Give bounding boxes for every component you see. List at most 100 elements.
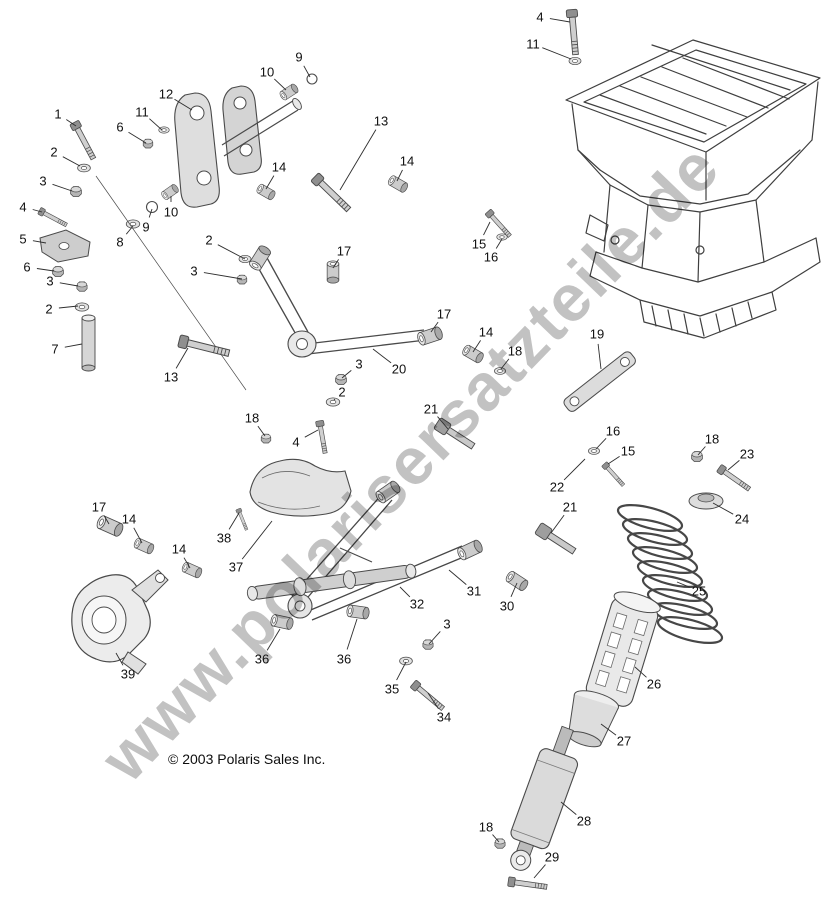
leader-line [339, 129, 377, 191]
leader-line [396, 169, 403, 182]
part-callout-36: 36 [336, 651, 352, 667]
part-callout-14: 14 [271, 159, 287, 175]
leader-line [634, 666, 647, 678]
leader-line [115, 652, 124, 666]
part-callout-9: 9 [295, 49, 303, 65]
part-callout-31: 31 [466, 583, 482, 599]
part-callout-15: 15 [471, 236, 487, 252]
lower-a-arm [287, 479, 485, 621]
hardware-cluster-left [37, 119, 247, 391]
part-callout-4: 4 [19, 199, 27, 215]
leader-line [66, 119, 77, 127]
leader-line [228, 512, 240, 530]
part-callout-20: 20 [391, 361, 407, 377]
leader-line [430, 321, 439, 333]
leader-line [62, 156, 81, 167]
part-callout-21: 21 [562, 499, 578, 515]
spacer-tube [81, 314, 96, 372]
part-callout-2: 2 [338, 384, 346, 400]
leader-line [472, 340, 481, 353]
part-callout-8: 8 [116, 234, 124, 250]
leader-line [257, 425, 266, 437]
part-callout-2: 2 [205, 232, 213, 248]
part-callout-35: 35 [384, 681, 400, 697]
part-callout-9: 9 [142, 219, 150, 235]
part-callout-6: 6 [23, 259, 31, 275]
leader-line [58, 305, 79, 309]
leader-line [542, 47, 572, 60]
part-callout-23: 23 [739, 446, 755, 462]
part-callout-7: 7 [51, 341, 59, 357]
leader-line [304, 429, 319, 438]
leader-line [427, 692, 439, 709]
part-callout-13: 13 [163, 369, 179, 385]
pivot-shaft-assembly [94, 514, 447, 713]
leader-line [59, 282, 79, 287]
leader-line [372, 348, 392, 364]
leader-line [273, 78, 287, 91]
part-callout-11: 11 [526, 36, 540, 52]
leader-line [183, 557, 191, 569]
leader-line [241, 520, 273, 560]
leader-line [174, 98, 193, 111]
leader-line [36, 268, 55, 272]
part-callout-2: 2 [50, 144, 58, 160]
part-callout-13: 13 [373, 113, 389, 129]
leader-line [128, 131, 147, 144]
leader-line [399, 586, 411, 598]
leader-line [549, 18, 571, 23]
leader-line [437, 416, 449, 430]
upper-a-arm [177, 172, 506, 455]
part-callout-3: 3 [39, 173, 47, 189]
leader-line [217, 244, 246, 260]
part-callout-1: 1 [54, 106, 62, 122]
leader-line [597, 343, 602, 370]
copyright-text: © 2003 Polaris Sales Inc. [168, 751, 326, 767]
part-callout-14: 14 [121, 511, 137, 527]
frame-assembly [565, 39, 821, 339]
pivot-bracket-assembly [174, 73, 318, 208]
leader-line [550, 514, 565, 534]
part-callout-17: 17 [436, 306, 452, 322]
leader-line [600, 723, 617, 736]
part-callout-15: 15 [620, 443, 636, 459]
part-callout-17: 17 [336, 243, 352, 259]
leader-line [712, 502, 734, 515]
leader-line [727, 460, 740, 471]
leader-line [560, 801, 577, 815]
leader-line [483, 221, 491, 236]
leader-line [175, 347, 189, 369]
leader-line [148, 208, 153, 218]
leader-line [607, 456, 620, 465]
leader-line [500, 358, 510, 370]
leader-line [103, 515, 110, 525]
part-callout-4: 4 [292, 434, 300, 450]
spring-cup [567, 690, 620, 748]
shock-absorber-assembly [494, 451, 753, 892]
leader-line [64, 343, 83, 348]
part-callout-27: 27 [616, 733, 632, 749]
leader-line [341, 370, 352, 379]
leader-line [510, 582, 518, 597]
part-callout-18: 18 [507, 343, 523, 359]
part-callout-38: 38 [216, 530, 232, 546]
leader-line [448, 569, 467, 585]
leader-line [125, 225, 134, 235]
part-callout-29: 29 [544, 849, 560, 865]
part-callout-10: 10 [163, 204, 179, 220]
leader-line [697, 446, 706, 456]
part-callout-14: 14 [399, 153, 415, 169]
leader-line [563, 458, 586, 481]
leader-line [333, 398, 336, 401]
leader-line [133, 527, 143, 544]
part-callout-19: 19 [589, 326, 605, 342]
part-callout-6: 6 [116, 119, 124, 135]
leader-line [332, 259, 339, 269]
leader-line [303, 65, 311, 78]
part-callout-37: 37 [228, 559, 244, 575]
part-callout-14: 14 [478, 324, 494, 340]
spring-retainer-washer [688, 492, 724, 510]
